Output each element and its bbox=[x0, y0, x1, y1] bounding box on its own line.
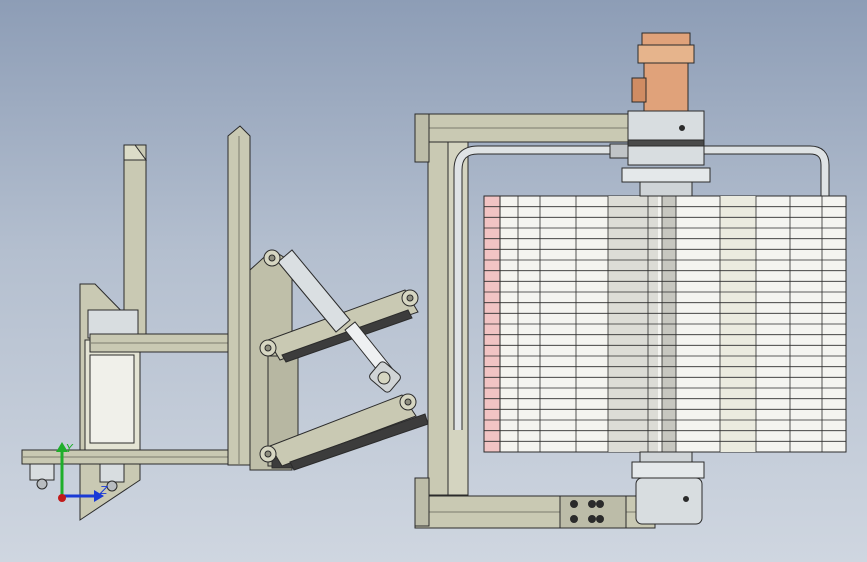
shaft-coupling bbox=[621, 167, 711, 183]
bracket-hole bbox=[596, 500, 604, 508]
lower-link-arm bbox=[269, 394, 417, 467]
bracket-hole bbox=[570, 515, 578, 523]
bottom-bearing-collar bbox=[631, 461, 705, 479]
z-axis-label: Z bbox=[99, 484, 108, 497]
top-frame-cap bbox=[414, 113, 430, 163]
base-screw bbox=[36, 478, 48, 490]
motor-body bbox=[643, 62, 689, 112]
right-main-frame bbox=[414, 113, 830, 529]
motor-side-box bbox=[631, 77, 647, 103]
left-vertical-plate bbox=[123, 144, 147, 336]
bracket-hole bbox=[570, 500, 578, 508]
linkage-assembly bbox=[259, 249, 429, 471]
left-plate-top-bevel bbox=[123, 144, 147, 161]
bracket-hole bbox=[588, 515, 596, 523]
shaft bbox=[639, 181, 693, 197]
shelf-column-lines bbox=[499, 196, 823, 452]
gearbox bbox=[627, 110, 705, 166]
gearbox-band bbox=[627, 139, 705, 147]
bottom-frame-cap bbox=[414, 477, 430, 527]
pipe-clamp bbox=[609, 143, 629, 159]
shelf-stack bbox=[483, 195, 847, 453]
base-screw bbox=[106, 480, 118, 492]
pivot-pin bbox=[377, 371, 391, 385]
motor-flange bbox=[637, 44, 695, 64]
base-foot-left bbox=[29, 463, 55, 481]
central-frame bbox=[227, 125, 299, 471]
y-axis-label: Y bbox=[66, 442, 74, 455]
base-foot-mid bbox=[99, 463, 125, 483]
left-motor-window bbox=[89, 354, 135, 444]
y-axis-arrow bbox=[56, 442, 68, 452]
bottom-bearing-housing bbox=[635, 477, 703, 525]
bracket-hole bbox=[588, 500, 596, 508]
z-axis-arrow bbox=[94, 490, 104, 502]
motor-cap bbox=[641, 32, 691, 46]
hydraulic-cylinder bbox=[277, 249, 351, 333]
bracket-hole bbox=[596, 515, 604, 523]
x-axis-origin bbox=[58, 494, 66, 502]
axis-triad: Y Z bbox=[56, 442, 108, 502]
upper-dark-rail bbox=[281, 309, 413, 363]
bottom-bearing-assembly bbox=[631, 451, 705, 525]
left-base-assembly bbox=[21, 144, 251, 521]
shelf-lines bbox=[484, 206, 846, 442]
top-motor-assembly bbox=[621, 32, 711, 197]
